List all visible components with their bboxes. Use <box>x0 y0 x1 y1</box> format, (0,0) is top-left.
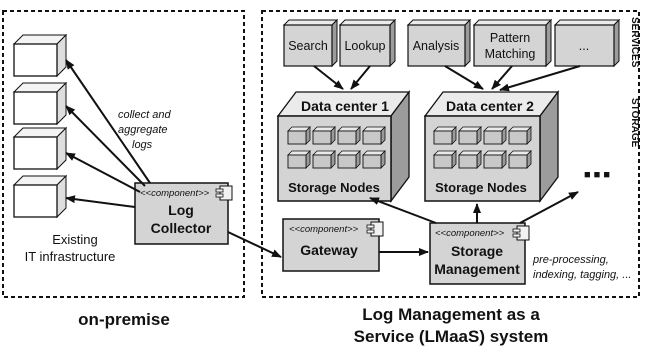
pattern-to-dc2-arrow <box>491 65 513 90</box>
service-lookup-label: Lookup <box>344 39 385 53</box>
component-icon <box>219 185 233 201</box>
more-to-dc2-arrow <box>499 65 581 92</box>
infra-server-3 <box>12 126 68 171</box>
service-more: ... <box>553 18 621 68</box>
storage-management-component: <<component>> Storage Management <box>429 222 530 285</box>
lmaas-title-line1: Log Management as a <box>362 305 540 324</box>
service-lookup: Lookup <box>338 18 397 68</box>
gateway-stereotype: <<component>> <box>289 224 359 235</box>
infra-label-line2: IT infrastructure <box>25 249 116 264</box>
storage-management-stereotype: <<component>> <box>435 228 505 239</box>
service-analysis-label: Analysis <box>413 39 460 53</box>
component-icon <box>516 225 530 241</box>
on-premise-title: on-premise <box>78 310 170 329</box>
preprocessing-label-line2: indexing, tagging, ... <box>533 269 631 281</box>
services-side-label: SERVICES <box>629 17 640 68</box>
infra-server-2 <box>12 81 68 126</box>
service-analysis: Analysis <box>406 18 472 68</box>
storage-side-label: STORAGE <box>629 98 640 148</box>
storage-management-name-line2: Management <box>434 261 520 277</box>
datacenter-2-nodes-label: Storage Nodes <box>435 180 527 195</box>
service-pattern-label-line1: Pattern <box>490 31 530 45</box>
lmaas-title-line2: Service (LMaaS) system <box>354 327 549 346</box>
datacenter-1: Data center 1 Storage Nodes <box>276 90 411 203</box>
service-pattern-matching: Pattern Matching <box>472 18 553 68</box>
lmaas-boundary <box>261 10 640 298</box>
service-search: Search <box>282 18 339 68</box>
collect-arrow-2 <box>65 105 146 187</box>
service-more-label: ... <box>579 39 589 53</box>
service-pattern-label-line2: Matching <box>485 47 536 61</box>
on-premise-region: collect and aggregate logs Existing IT i… <box>2 10 245 329</box>
on-premise-boundary <box>2 10 245 298</box>
log-collector-stereotype: <<component>> <box>140 188 210 199</box>
collect-arrow-1 <box>65 59 151 184</box>
component-icon <box>370 221 384 237</box>
collect-label-line2: aggregate <box>118 124 168 136</box>
storage-to-dc1-arrow <box>369 197 437 224</box>
datacenter-1-nodes-label: Storage Nodes <box>288 180 380 195</box>
datacenter-1-node-grid <box>287 126 386 169</box>
infra-label-line1: Existing <box>52 232 98 247</box>
datacenter-2-node-grid <box>433 126 532 169</box>
more-datacenters-ellipsis: ■ ■ ■ <box>584 169 610 181</box>
storage-to-more-arrow <box>519 191 579 224</box>
search-to-dc1-arrow <box>313 65 344 90</box>
collect-label-line1: collect and <box>118 109 171 121</box>
collect-arrow-3 <box>65 152 141 193</box>
preprocessing-label-line1: pre-processing, <box>532 254 609 266</box>
datacenter-2-title: Data center 2 <box>446 98 534 114</box>
collect-arrow-4 <box>65 195 136 208</box>
log-collector-component: <<component>> Log Collector <box>134 182 233 245</box>
infra-server-1 <box>12 33 68 78</box>
gateway-component: <<component>> Gateway <box>282 218 384 272</box>
lmaas-region: SERVICES STORAGE Search Lookup Analysis … <box>261 10 640 346</box>
log-collector-name-line2: Collector <box>151 220 212 236</box>
service-search-label: Search <box>288 39 328 53</box>
lookup-to-dc1-arrow <box>350 65 371 90</box>
storage-management-name-line1: Storage <box>451 243 503 259</box>
collector-to-gateway-arrow <box>227 231 282 258</box>
datacenter-2: Data center 2 Storage Nodes <box>423 90 560 203</box>
infra-server-4 <box>12 174 68 219</box>
datacenter-1-title: Data center 1 <box>301 98 389 114</box>
gateway-name: Gateway <box>300 242 358 258</box>
collect-label-line3: logs <box>132 139 153 151</box>
analysis-to-dc2-arrow <box>444 65 484 90</box>
log-collector-name-line1: Log <box>168 202 194 218</box>
